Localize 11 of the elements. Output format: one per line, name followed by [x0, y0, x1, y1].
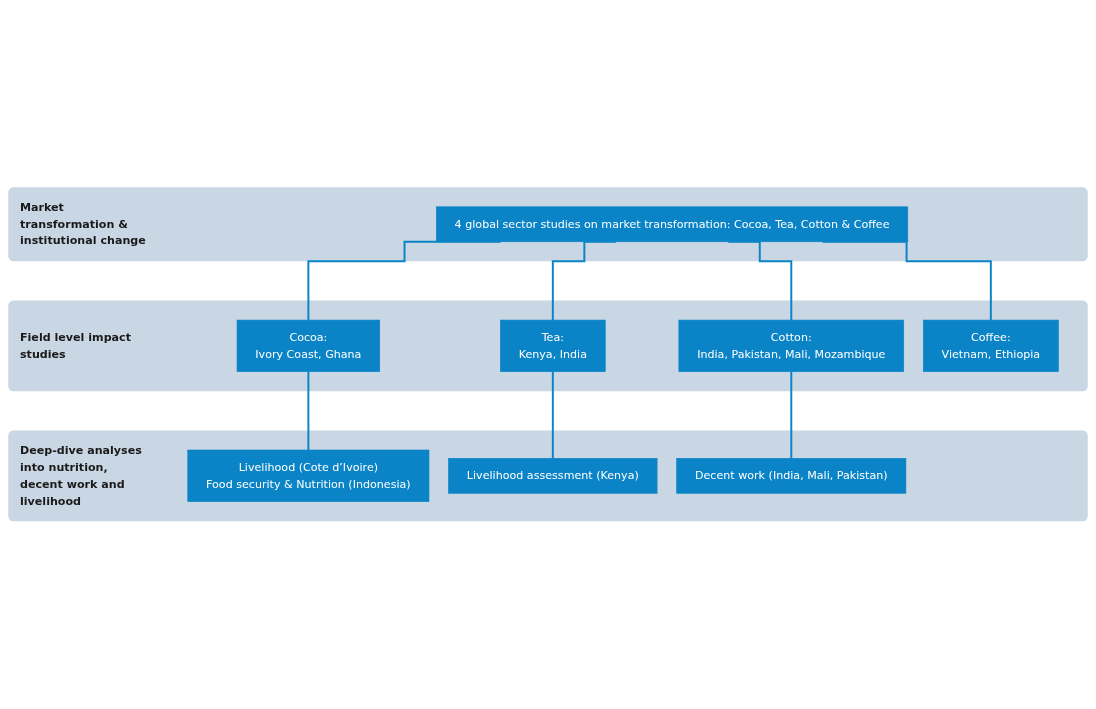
- node-box: Decent work (India, Mali, Pakistan): [676, 458, 907, 494]
- node-box: Livelihood assessment (Kenya): [448, 458, 658, 494]
- node-box: Cocoa: Ivory Coast, Ghana: [236, 320, 381, 373]
- node-box: Livelihood (Cote d’Ivoire) Food security & Nutrition (Indonesia): [187, 450, 430, 503]
- node-box: Coffee: Vietnam, Ethiopia: [922, 320, 1059, 373]
- node-box: Tea: Kenya, India: [500, 320, 606, 373]
- node-box: Cotton: India, Pakistan, Mali, Mozambique: [678, 320, 905, 373]
- connector: [551, 371, 554, 460]
- connector: [790, 371, 793, 460]
- node-box: 4 global sector studies on market transformation: Cocoa, Tea, Cotton & Coffee: [436, 206, 909, 243]
- connector: [307, 371, 310, 452]
